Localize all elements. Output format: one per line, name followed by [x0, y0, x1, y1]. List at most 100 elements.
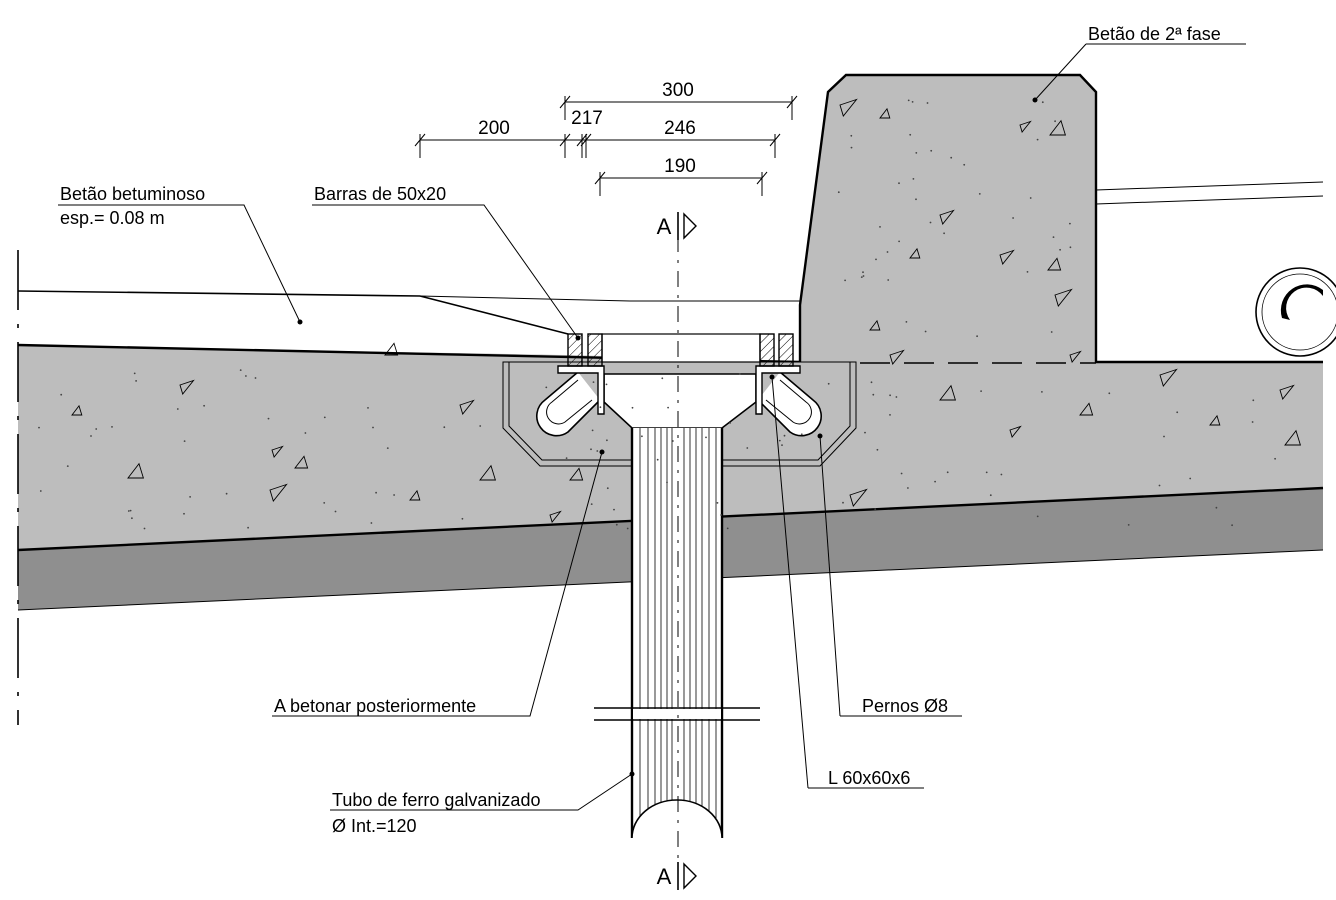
- aggregate-dot: [111, 426, 113, 428]
- aggregate-dot: [370, 522, 373, 524]
- aggregate-dot: [898, 182, 900, 185]
- aggregate-dot: [1163, 435, 1165, 438]
- aggregate-dot: [334, 510, 337, 513]
- galvanized-pipe: [594, 428, 760, 839]
- aggregate-mark: [1009, 425, 1022, 438]
- aggregate-dot: [943, 232, 945, 235]
- aggregate-dot: [592, 381, 595, 383]
- svg-text:A: A: [657, 214, 672, 239]
- aggregate-mark: [549, 510, 562, 523]
- aggregate-mark: [179, 379, 195, 395]
- aggregate-dot: [889, 394, 891, 397]
- aggregate-dot: [915, 152, 918, 154]
- aggregate-mark: [384, 342, 399, 356]
- aggregate-dot: [879, 226, 881, 228]
- aggregate-dot: [912, 178, 915, 180]
- aggregate-dot: [1069, 246, 1072, 249]
- aggregate-dot: [656, 458, 659, 461]
- aggregate-mark: [569, 467, 584, 481]
- aggregate-dot: [183, 512, 185, 515]
- aggregate-dot: [860, 276, 863, 278]
- aggregate-dot: [926, 102, 929, 104]
- aggregate-dot: [60, 393, 63, 396]
- aggregate-dot: [842, 501, 844, 504]
- aggregate-dot: [907, 487, 909, 489]
- aggregate-dot: [876, 448, 879, 451]
- aggregate-dot: [375, 491, 377, 494]
- dim-246: 246: [664, 118, 696, 139]
- aggregate-dot: [239, 369, 242, 371]
- aggregate-dot: [1231, 524, 1233, 527]
- aggregate-dot: [247, 526, 250, 529]
- aggregate-dot: [930, 149, 933, 152]
- concrete-texture: [38, 98, 1302, 530]
- aggregate-dot: [672, 440, 674, 442]
- aggregate-mark: [839, 98, 858, 117]
- aggregate-dot: [862, 275, 865, 277]
- aggregate-dot: [905, 321, 908, 323]
- aggregate-dot: [1127, 524, 1130, 526]
- asphalt-top-edge: [17, 290, 421, 297]
- label-bars: Barras de 50x20: [314, 184, 446, 204]
- road-surface-line: [419, 295, 631, 302]
- aggregate-dot: [1036, 138, 1039, 141]
- aggregate-dot: [1029, 197, 1032, 199]
- aggregate-dot: [1069, 222, 1071, 225]
- aggregate-dot: [131, 517, 133, 520]
- aggregate-dot: [1176, 411, 1179, 414]
- aggregate-dot: [1158, 484, 1161, 487]
- label-to-be-cast: A betonar posteriormente: [274, 696, 476, 716]
- aggregate-dot: [143, 527, 146, 530]
- aggregate-dot: [781, 444, 783, 446]
- aggregate-dot: [203, 404, 206, 407]
- aggregate-dot: [978, 193, 981, 195]
- aggregate-dot: [929, 221, 932, 224]
- aggregate-dot: [565, 457, 568, 459]
- aggregate-dot: [1252, 399, 1255, 402]
- aggregate-dot: [323, 502, 326, 504]
- aggregate-dot: [720, 514, 722, 516]
- aggregate-mark: [1159, 368, 1178, 387]
- aggregate-dot: [874, 508, 877, 510]
- aggregate-mark: [939, 209, 955, 225]
- aggregate-dot: [963, 163, 966, 166]
- aggregate-dot: [1036, 515, 1039, 518]
- gully-funnel: [603, 373, 757, 429]
- aggregate-dot: [989, 494, 992, 497]
- aggregate-dot: [976, 335, 978, 338]
- aggregate-dot: [864, 431, 866, 434]
- angle-profile-left: [557, 365, 605, 415]
- dim-300: 300: [662, 80, 694, 101]
- aggregate-dot: [950, 156, 953, 159]
- aggregate-dot: [590, 503, 593, 505]
- aggregate-dot: [176, 408, 179, 410]
- aggregate-dot: [267, 417, 270, 420]
- label-bolts: Pernos Ø8: [862, 696, 948, 716]
- aggregate-dot: [443, 426, 446, 429]
- aggregate-dot: [95, 428, 98, 430]
- aggregate-dot: [800, 433, 803, 436]
- aggregate-dot: [590, 448, 592, 451]
- bar-50x20: [587, 333, 603, 367]
- aggregate-dot: [245, 375, 247, 377]
- aggregate-mark: [889, 349, 905, 365]
- aggregate-dot: [661, 377, 664, 380]
- anchor-loop-left: [536, 371, 601, 437]
- aggregate-dot: [850, 146, 853, 149]
- aggregate-dot: [915, 198, 917, 201]
- aggregate-dot: [924, 330, 927, 333]
- dimension-lines: [414, 95, 798, 196]
- aggregate-dot: [1054, 120, 1056, 123]
- aggregate-dot: [872, 393, 875, 396]
- aggregate-dot: [183, 440, 186, 442]
- aggregate-dot: [393, 494, 395, 496]
- aggregate-dot: [39, 490, 42, 492]
- aggregate-mark: [1209, 414, 1221, 426]
- aggregate-mark: [271, 445, 284, 458]
- aggregate-dot: [1189, 477, 1192, 480]
- aggregate-mark: [909, 247, 921, 259]
- aggregate-mark: [1054, 288, 1073, 307]
- aggregate-mark: [294, 455, 309, 469]
- aggregate-dot: [875, 258, 877, 261]
